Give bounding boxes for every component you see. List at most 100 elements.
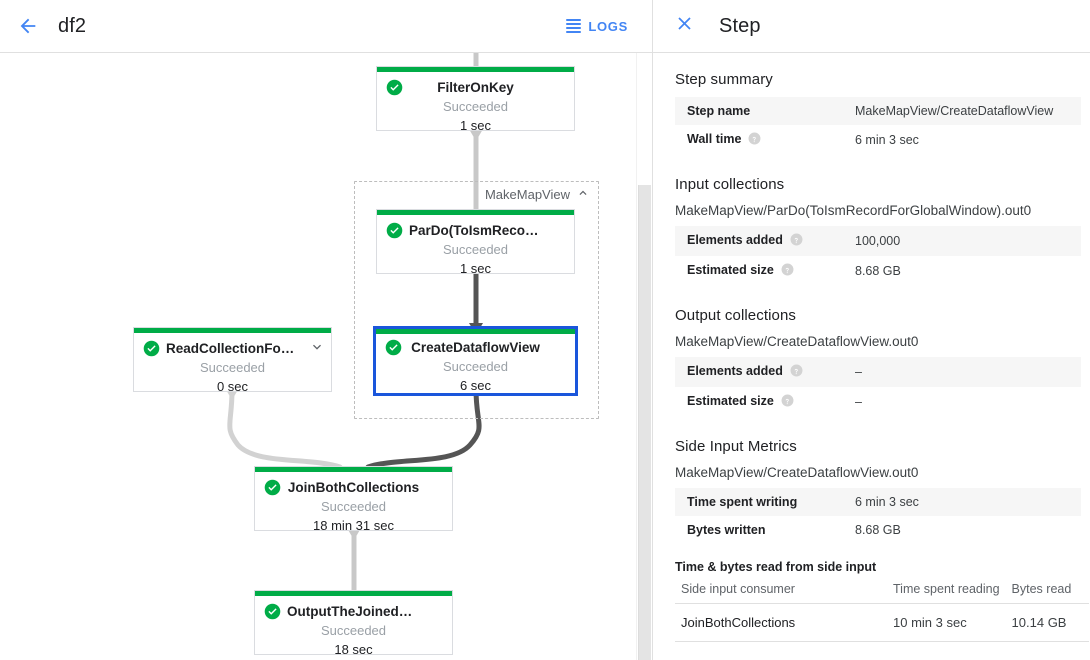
help-icon[interactable] bbox=[781, 394, 794, 411]
back-button[interactable] bbox=[10, 8, 46, 44]
job-title: df2 bbox=[58, 14, 87, 37]
help-icon[interactable] bbox=[781, 263, 794, 280]
table-row: Estimated size 8.68 GB bbox=[675, 256, 1081, 286]
chevron-up-icon[interactable] bbox=[576, 186, 590, 203]
row-value: 6 min 3 sec bbox=[855, 495, 919, 509]
graph-canvas[interactable]: MakeMapView bbox=[0, 53, 652, 660]
row-key-text: Estimated size bbox=[687, 394, 774, 408]
node-time: 18 min 31 sec bbox=[313, 518, 394, 531]
row-value: – bbox=[855, 395, 862, 409]
close-panel-button[interactable] bbox=[667, 9, 701, 43]
group-makemapview[interactable]: MakeMapView bbox=[354, 181, 599, 419]
node-time: 1 sec bbox=[459, 118, 492, 131]
success-check-icon bbox=[386, 79, 403, 96]
node-time: 18 sec bbox=[334, 642, 373, 655]
table-row: Wall time 6 min 3 sec bbox=[675, 125, 1081, 155]
row-key: Elements added bbox=[675, 226, 843, 256]
input-collections-heading: Input collections bbox=[675, 176, 785, 193]
success-check-icon bbox=[264, 603, 281, 620]
help-icon[interactable] bbox=[790, 233, 803, 250]
side-input-metrics-heading: Side Input Metrics bbox=[675, 438, 797, 455]
row-value: 8.68 GB bbox=[855, 523, 901, 537]
node-status-bar bbox=[376, 329, 575, 334]
node-filter-on-key[interactable]: FilterOnKey Succeeded 1 sec bbox=[376, 66, 575, 131]
close-icon bbox=[674, 13, 695, 39]
node-status: Succeeded bbox=[442, 99, 509, 114]
node-status: Succeeded bbox=[199, 360, 266, 375]
node-status: Succeeded bbox=[442, 359, 509, 374]
row-key-text: Wall time bbox=[687, 132, 742, 146]
node-body: OutputTheJoinedCollec… Succeeded 18 sec bbox=[255, 591, 452, 654]
node-status-bar bbox=[255, 591, 452, 596]
step-details-pane: Step Step summary Step name MakeMapView/… bbox=[653, 0, 1090, 660]
row-key-text: Step name bbox=[687, 104, 751, 118]
node-join-both-collections[interactable]: JoinBothCollections Succeeded 18 min 31 … bbox=[254, 466, 453, 531]
node-status: Succeeded bbox=[320, 499, 387, 514]
table-row: Step name MakeMapView/CreateDataflowView bbox=[675, 97, 1081, 125]
node-title: JoinBothCollections bbox=[287, 480, 420, 495]
node-title: OutputTheJoinedCollec… bbox=[287, 604, 442, 619]
row-key: Estimated size bbox=[675, 256, 843, 286]
step-summary-heading: Step summary bbox=[675, 71, 773, 88]
node-body: FilterOnKey Succeeded 1 sec bbox=[377, 67, 574, 130]
row-key: Estimated size bbox=[675, 387, 843, 417]
side-input-table-title: Time & bytes read from side input bbox=[675, 560, 877, 574]
row-key: Time spent writing bbox=[687, 495, 798, 509]
node-body: JoinBothCollections Succeeded 18 min 31 … bbox=[255, 467, 452, 530]
row-key-text: Elements added bbox=[687, 233, 783, 247]
output-collections-heading: Output collections bbox=[675, 307, 797, 324]
row-value: 6 min 3 sec bbox=[855, 133, 919, 147]
row-key: Wall time bbox=[675, 125, 843, 155]
node-body: ParDo(ToIsmRecordFor… Succeeded 1 sec bbox=[377, 210, 574, 273]
node-status-bar bbox=[377, 210, 574, 215]
step-details-title: Step bbox=[719, 14, 761, 37]
success-check-icon bbox=[143, 340, 160, 357]
graph-vertical-scrollbar[interactable] bbox=[636, 53, 651, 660]
group-makemapview-label[interactable]: MakeMapView bbox=[485, 186, 590, 203]
node-create-dataflow-view[interactable]: CreateDataflowView Succeeded 6 sec bbox=[373, 326, 578, 396]
side-input-collection-name: MakeMapView/CreateDataflowView.out0 bbox=[675, 465, 919, 480]
table-row: Elements added – bbox=[675, 357, 1081, 387]
node-status: Succeeded bbox=[442, 242, 509, 257]
side-input-consumers-table: Side input consumer Time spent reading B… bbox=[675, 579, 1089, 642]
row-value: 8.68 GB bbox=[855, 264, 901, 278]
output-collections-table: Elements added – Estimated size – bbox=[675, 357, 1081, 417]
cell-time-spent-reading: 10 min 3 sec bbox=[887, 603, 1006, 642]
help-icon[interactable] bbox=[790, 364, 803, 381]
table-row: JoinBothCollections 10 min 3 sec 10.14 G… bbox=[675, 603, 1089, 642]
chevron-down-icon[interactable] bbox=[309, 339, 325, 355]
cell-side-input-consumer: JoinBothCollections bbox=[675, 603, 887, 642]
row-key-text: Elements added bbox=[687, 364, 783, 378]
logs-button[interactable]: LOGS bbox=[558, 13, 636, 40]
node-title: FilterOnKey bbox=[437, 80, 514, 95]
node-body: CreateDataflowView Succeeded 6 sec bbox=[376, 329, 575, 393]
node-pardo-toismrecordfor[interactable]: ParDo(ToIsmRecordFor… Succeeded 1 sec bbox=[376, 209, 575, 274]
cell-bytes-read: 10.14 GB bbox=[1005, 603, 1089, 642]
node-time: 1 sec bbox=[459, 261, 492, 274]
group-label-text: MakeMapView bbox=[484, 187, 570, 202]
graph-scrollbar-thumb[interactable] bbox=[638, 185, 651, 660]
node-status: Succeeded bbox=[320, 623, 387, 638]
table-row: Elements added 100,000 bbox=[675, 226, 1081, 256]
node-output-the-joined-collection[interactable]: OutputTheJoinedCollec… Succeeded 18 sec bbox=[254, 590, 453, 655]
output-collection-name: MakeMapView/CreateDataflowView.out0 bbox=[675, 334, 919, 349]
arrow-left-icon bbox=[17, 15, 39, 37]
success-check-icon bbox=[264, 479, 281, 496]
help-icon[interactable] bbox=[748, 132, 761, 149]
success-check-icon bbox=[386, 222, 403, 239]
row-value: MakeMapView/CreateDataflowView bbox=[855, 104, 1054, 118]
row-key: Bytes written bbox=[687, 523, 766, 537]
side-input-metrics-table: Time spent writing 6 min 3 sec Bytes wri… bbox=[675, 488, 1081, 544]
node-time: 6 sec bbox=[459, 378, 492, 393]
node-title: CreateDataflowView bbox=[411, 340, 540, 355]
node-title: ParDo(ToIsmRecordFor… bbox=[409, 223, 564, 238]
graph-toolbar: df2 LOGS bbox=[0, 0, 652, 53]
step-summary-table: Step name MakeMapView/CreateDataflowView… bbox=[675, 97, 1081, 155]
logs-list-icon bbox=[566, 19, 582, 33]
node-read-collection-for-join[interactable]: ReadCollectionForJoin Succeeded 0 sec bbox=[133, 327, 332, 392]
success-check-icon bbox=[385, 339, 402, 356]
row-value: – bbox=[855, 365, 862, 379]
table-row: Bytes written 8.68 GB bbox=[675, 516, 1081, 544]
input-collections-table: Elements added 100,000 Estimated size 8.… bbox=[675, 226, 1081, 286]
